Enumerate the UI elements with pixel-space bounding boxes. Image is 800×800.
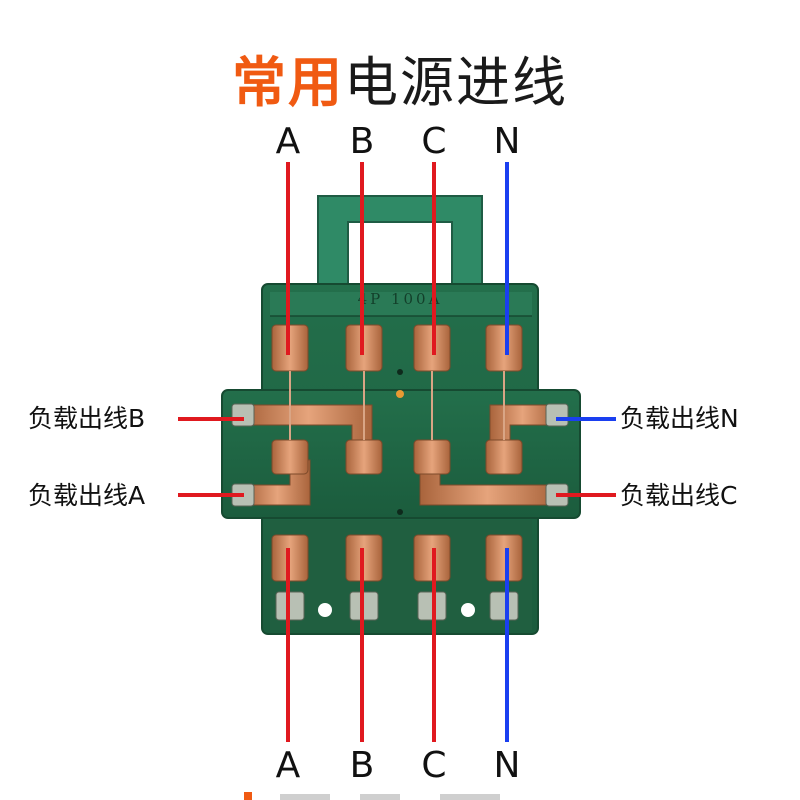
bottom-phase-c-label: C <box>421 745 447 786</box>
load-output-c-label: 负载出线C <box>620 481 738 510</box>
top-phase-n-label: N <box>493 121 521 162</box>
clipped-footer-fragment <box>240 786 560 800</box>
diagram-title: 常用电源进线 <box>0 48 800 118</box>
title-rest: 电源进线 <box>344 51 568 114</box>
top-phase-a-label: A <box>275 121 301 162</box>
switch-handle[interactable] <box>317 195 483 293</box>
bottom-phase-n-label: N <box>493 745 521 786</box>
title-highlight: 常用 <box>232 51 344 114</box>
side-load-wires <box>178 417 616 497</box>
load-output-n-label: 负载出线N <box>620 404 739 433</box>
load-output-a-label: 负载出线A <box>28 481 146 510</box>
top-incoming-wires <box>286 162 509 355</box>
load-output-b-label: 负载出线B <box>28 404 146 433</box>
middle-contacts <box>271 439 523 475</box>
bottom-phase-a-label: A <box>275 745 301 786</box>
top-phase-b-label: B <box>349 121 375 162</box>
bottom-phase-b-label: B <box>349 745 375 786</box>
bottom-wires <box>286 548 509 742</box>
rating-text: 4P 100A <box>358 290 443 308</box>
contact-links <box>289 371 505 440</box>
top-phase-c-label: C <box>421 121 447 162</box>
